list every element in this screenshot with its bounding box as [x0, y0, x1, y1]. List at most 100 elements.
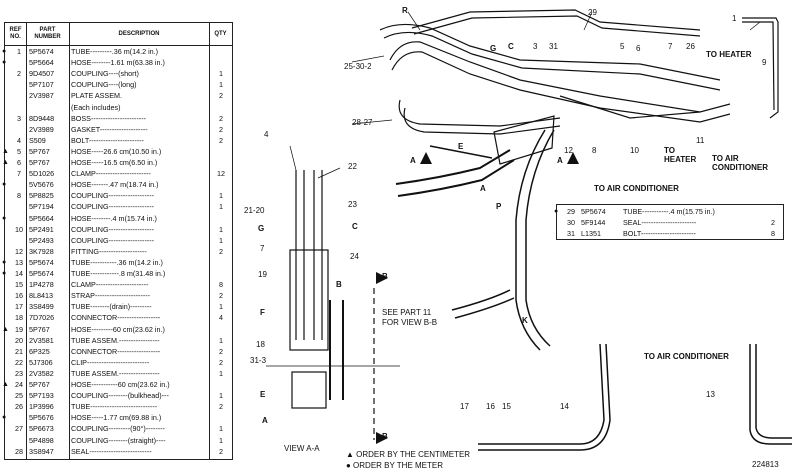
cell-ref: 1	[17, 47, 21, 56]
cell-desc: COUPLING--------(bulkhead)---	[71, 391, 169, 401]
cell-mark: ●	[2, 414, 7, 422]
cell-ref: 18	[15, 313, 23, 323]
callout-24: 24	[350, 252, 359, 261]
callout-9: 9	[762, 58, 767, 67]
cell-qty: 1	[219, 224, 223, 234]
cell-part: 5P5674	[29, 47, 54, 56]
label-to-heater-2: TO HEATER	[664, 146, 697, 164]
callout-7: 7	[668, 42, 673, 51]
cell-desc: (Each includes)	[71, 102, 121, 112]
cell-desc: BOSS-----------------------	[71, 113, 147, 123]
cell-ref: 8	[17, 191, 21, 201]
cell-desc: STRAP-----------------------	[71, 291, 151, 301]
cell-part: 5P5664	[29, 213, 54, 223]
cell-qty: 2	[219, 113, 223, 123]
cell-desc: COUPLING---------(90°)--------	[71, 424, 165, 434]
callout-31: 31	[549, 42, 558, 51]
cell-ref: 6	[17, 158, 21, 167]
cell-part: 5P767	[29, 146, 50, 156]
tube-1	[742, 17, 779, 119]
legend-meter: ● ORDER BY THE METER	[346, 461, 443, 470]
cell-ref: 12	[15, 246, 23, 256]
cell-qty: 1	[219, 191, 223, 201]
cell-desc: HOSE--------1.61 m(63.38 in.)	[71, 58, 165, 68]
cell-part: 5P767	[29, 158, 50, 167]
cell-part: 5P5664	[29, 58, 54, 68]
cell-desc: HOSE-----1.77 cm(69.88 in.)	[71, 413, 162, 423]
cell-mark: ●	[2, 59, 7, 67]
label-see-part: SEE PART 11 FOR VIEW B-B	[382, 308, 438, 327]
cell-desc: HOSE-----16.5 cm(6.50 in.)	[71, 158, 158, 167]
cell-ref: 19	[15, 324, 23, 334]
cell-part: 5P7194	[29, 202, 54, 212]
cell-qty: 4	[219, 313, 223, 323]
cell-desc: SEAL--------------------------	[71, 446, 152, 456]
cell-part: 3K7928	[29, 246, 54, 256]
cell-desc: TUBE ASSEM.-----------------	[71, 335, 160, 345]
cell-desc: PLATE ASSEM.	[71, 91, 122, 101]
callout-p: P	[496, 202, 502, 211]
cell-qty: 1	[219, 302, 223, 312]
cell-qty: 2	[219, 357, 223, 367]
cell-mark: ▲	[2, 147, 9, 155]
cell-desc: HOSE-------.47 m(18.74 in.)	[71, 180, 159, 190]
section-b-bottom: B	[382, 432, 388, 441]
cell-desc: COUPLING-------------------	[71, 235, 155, 245]
cell-part: 6P325	[29, 346, 50, 356]
section-arrow-a	[420, 152, 432, 164]
callout-10: 10	[630, 146, 639, 155]
cell-desc: BOLT-----------------------	[71, 135, 144, 145]
cell-ref: 30	[567, 218, 575, 227]
cell-part: 2V3581	[29, 335, 54, 345]
callout-25-30-2: 25-30-2	[344, 62, 372, 71]
section-arrow-b	[376, 432, 388, 444]
cell-mark: ●	[554, 208, 559, 215]
cell-desc: TUBE------------.8 m(31.48 in.)	[71, 269, 166, 278]
cell-qty: 1	[219, 335, 223, 345]
cell-ref: 13	[15, 257, 23, 267]
cell-part: 5F9144	[581, 218, 606, 227]
cell-desc: CLIP--------------------------	[71, 357, 150, 367]
callout-a-view: A	[262, 416, 268, 425]
callout-26: 26	[686, 42, 695, 51]
cell-part: 3S8499	[29, 302, 54, 312]
callout-31-3: 31-3	[250, 356, 267, 365]
cell-desc: HOSE-----------60 cm(23.62 in.)	[71, 380, 170, 389]
cell-desc: FITTING--------------------	[71, 246, 147, 256]
cell-ref: 26	[15, 402, 23, 412]
cell-ref: 7	[17, 169, 21, 179]
cell-qty: 2	[219, 346, 223, 356]
cell-desc: HOSE--------.4 m(15.74 in.)	[71, 213, 157, 223]
cell-desc: TUBE ASSEM.-----------------	[71, 368, 160, 378]
cell-qty: 2	[219, 291, 223, 301]
section-a-right: A	[557, 156, 563, 165]
cell-desc: TUBE-----------.4 m(15.75 in.)	[623, 207, 715, 216]
cell-qty: 2	[219, 91, 223, 101]
cell-qty: 2	[219, 135, 223, 145]
cell-ref: 23	[15, 368, 23, 378]
cell-mark: ●	[2, 48, 7, 55]
cell-qty: 1	[219, 80, 223, 90]
cell-mark: ▲	[2, 381, 9, 388]
callout-e: E	[458, 142, 464, 151]
cell-desc: COUPLING-------------------	[71, 191, 155, 201]
callout-e-view: E	[260, 390, 266, 399]
cell-desc: CLAMP----------------------	[71, 280, 149, 290]
